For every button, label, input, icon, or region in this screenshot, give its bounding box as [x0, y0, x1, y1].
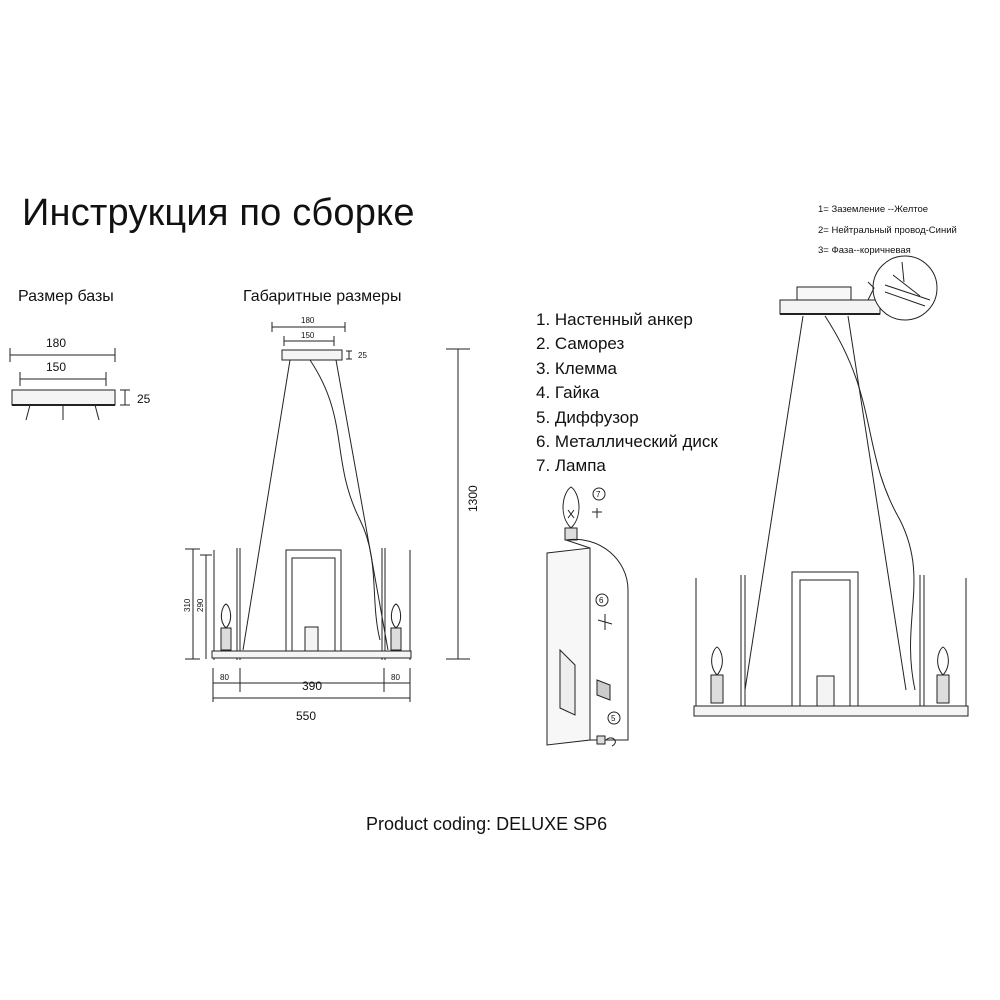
diffuser-exploded-view: 7 6 5 — [546, 486, 629, 747]
overall-dim-top-inner: 150 — [301, 331, 315, 340]
overall-dim-side-310: 310 — [183, 598, 192, 612]
wiring-legend: 1= Заземление --Желтое 2= Нейтральный пр… — [818, 200, 957, 262]
base-plate-drawing: 180 150 25 — [9, 336, 151, 421]
parts-list-item: 1. Настенный анкер — [536, 310, 693, 329]
lamp-right-icon — [390, 603, 402, 651]
base-dim-height: 25 — [137, 392, 151, 406]
overall-dim-total-height: 1300 — [466, 485, 480, 512]
callout-5: 5 — [611, 714, 616, 723]
parts-list-item: 5. Диффузор — [536, 407, 639, 427]
base-size-label: Размер базы — [18, 288, 114, 305]
base-dim-inner: 150 — [46, 360, 66, 374]
overall-drawing: 180 150 25 1300 310 290 — [183, 316, 480, 723]
wiring-legend-item: 1= Заземление --Желтое — [818, 204, 929, 215]
overall-dim-top-outer: 180 — [301, 316, 315, 325]
overall-dim-bottom-middle: 390 — [302, 679, 322, 693]
base-dim-outer: 180 — [46, 336, 66, 350]
lamp-left-icon — [220, 603, 232, 651]
overall-dim-bottom-right: 80 — [391, 673, 400, 682]
overall-dim-side-290: 290 — [196, 598, 205, 612]
parts-list-item: 7. Лампа — [536, 456, 606, 476]
right-fixture-drawing — [693, 255, 969, 717]
bulb-icon — [562, 486, 580, 541]
callout-6: 6 — [599, 596, 604, 605]
overall-dimensions-label: Габаритные размеры — [243, 288, 402, 305]
overall-dim-bottom-left: 80 — [220, 673, 229, 682]
wiring-legend-item: 3= Фаза--коричневая — [818, 245, 911, 256]
overall-dim-top-height: 25 — [358, 351, 367, 360]
wiring-legend-item: 2= Нейтральный провод-Синий — [818, 224, 957, 236]
lamp-left-icon — [710, 646, 724, 704]
lamp-right-icon — [936, 646, 950, 704]
parts-list-item: 2. Саморез — [536, 334, 625, 354]
callout-7: 7 — [596, 490, 601, 499]
page-title: Инструкция по сборке — [22, 192, 415, 234]
parts-list: 1. Настенный анкер 2. Саморез 3. Клемма … — [536, 308, 718, 479]
product-coding: Product coding: DELUXE SP6 — [366, 814, 608, 834]
overall-dim-total-width: 550 — [296, 709, 316, 723]
parts-list-item: 4. Гайка — [536, 383, 600, 403]
parts-list-item: 6. Металлический диск — [536, 432, 718, 452]
parts-list-item: 3. Клемма — [536, 358, 618, 378]
